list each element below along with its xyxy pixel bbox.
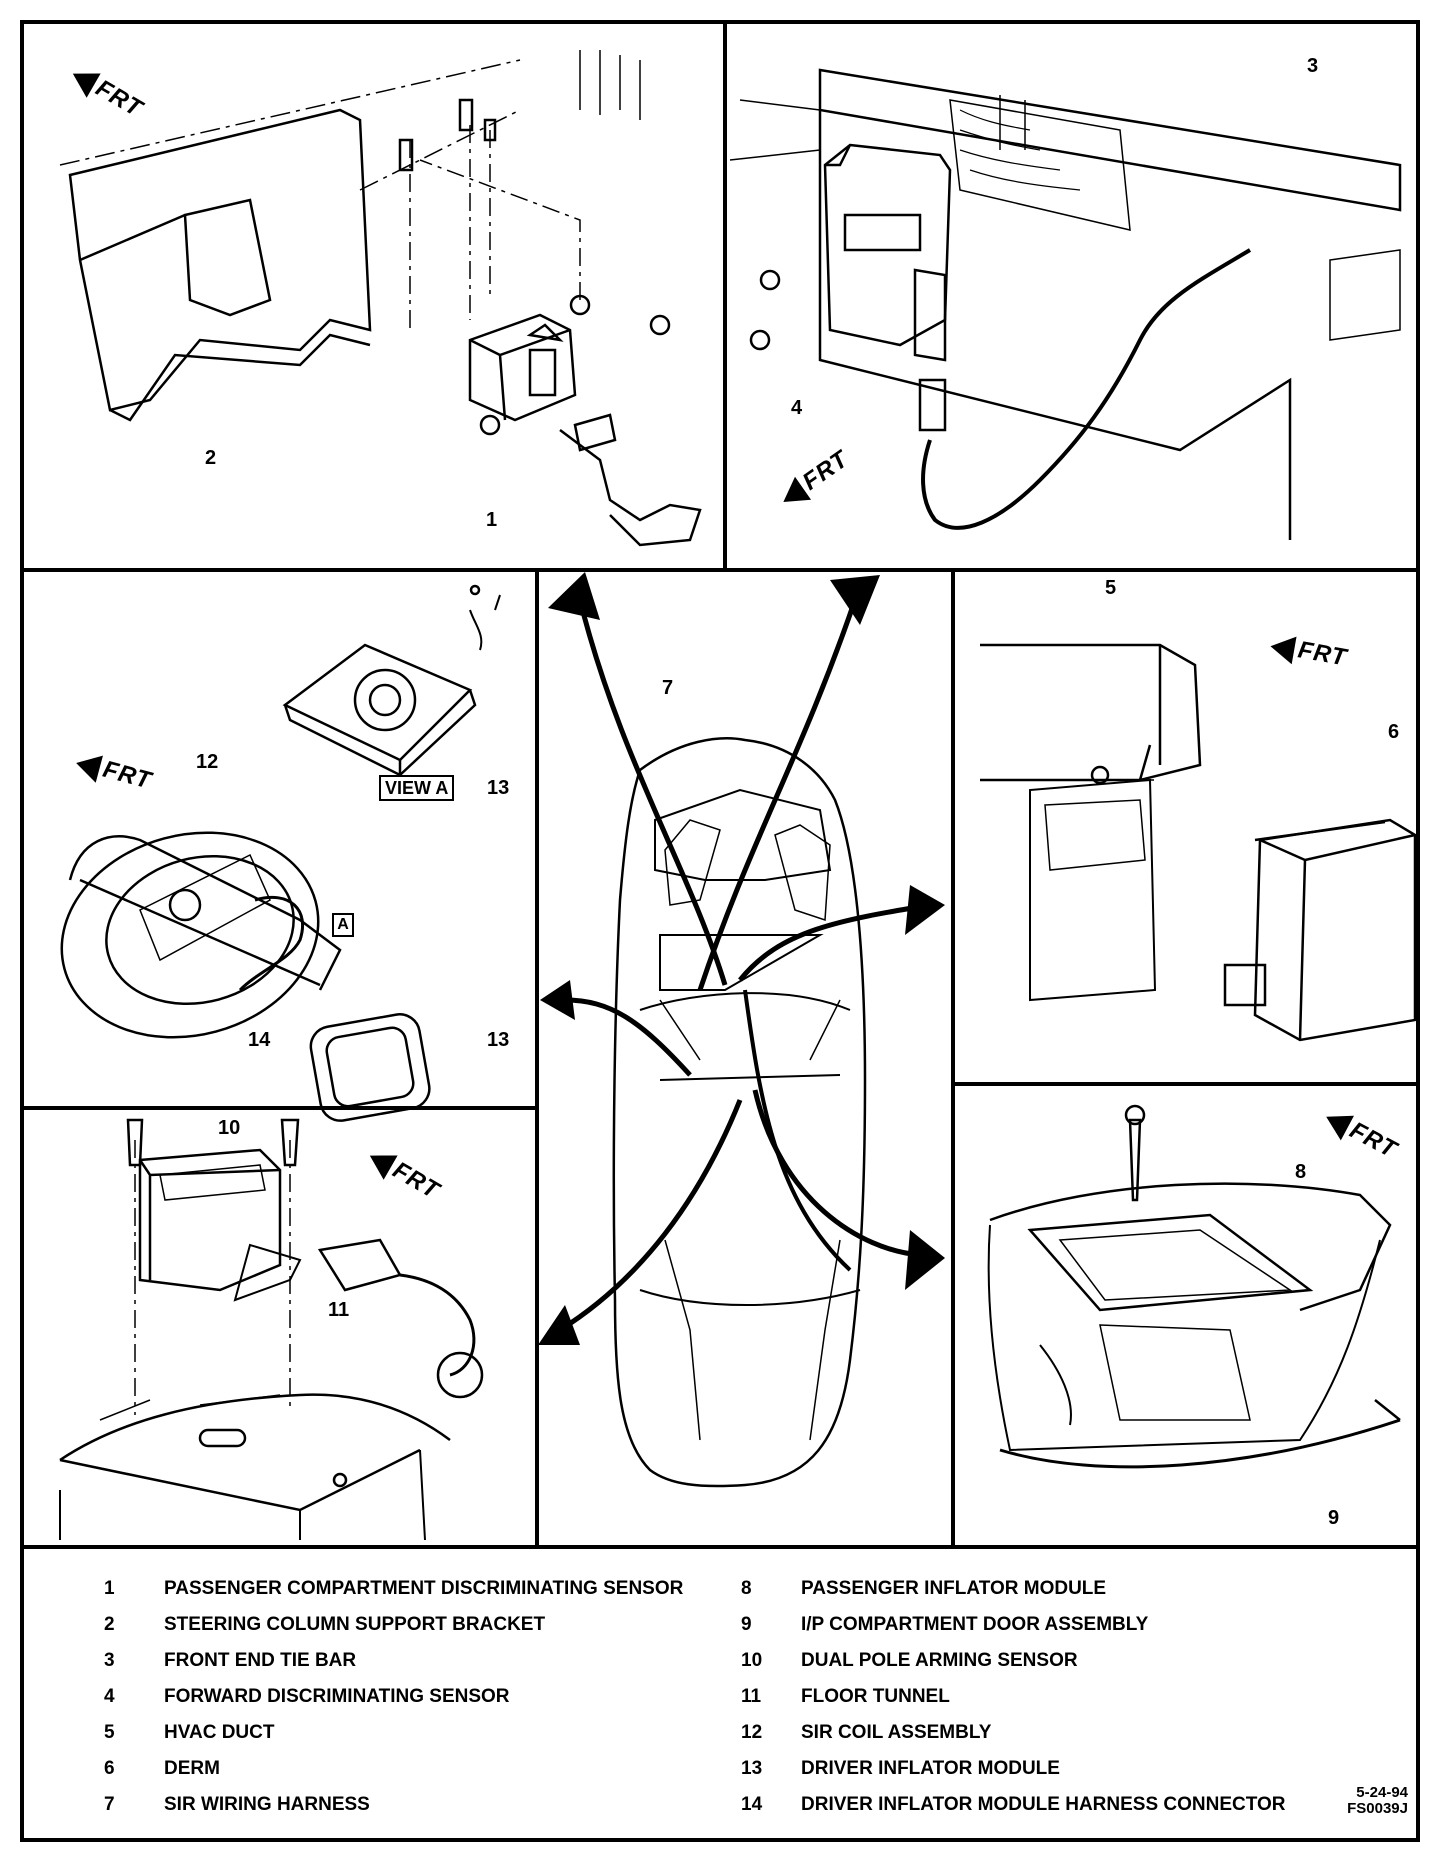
- view-a-drawing: [282, 584, 501, 778]
- callout-9: 9: [1328, 1507, 1340, 1529]
- callout-5: 5: [1105, 577, 1117, 599]
- callout-10: 10: [218, 1117, 241, 1139]
- callout-12: 12: [196, 751, 219, 773]
- hvac-duct-drawing: [980, 643, 1202, 1002]
- callout-7: 7: [662, 677, 674, 699]
- vehicle-outline: [612, 737, 867, 1488]
- view-a-label: VIEW A: [379, 775, 455, 801]
- steering-wheel-drawing: [60, 831, 431, 1122]
- callout-11: 11: [328, 1299, 350, 1321]
- arming-sensor-drawing: [126, 1118, 484, 1415]
- locator-arrows: [558, 599, 931, 1333]
- callout-2: 2: [205, 447, 217, 469]
- tie-bar-drawing: [729, 68, 1402, 540]
- compartment-sensor-drawing: [398, 98, 702, 547]
- forward-sensor-drawing: [749, 143, 1252, 530]
- view-a-marker: A: [332, 913, 354, 937]
- callout-13: 13: [487, 1029, 510, 1051]
- arrow-heads: [538, 572, 945, 1345]
- floor-tunnel-drawing: [59, 1393, 451, 1541]
- drawing-stamp: 5-24-94 FS0039J: [1318, 1785, 1408, 1817]
- derm-drawing: [1223, 818, 1417, 1042]
- support-bracket-drawing: [59, 50, 641, 422]
- stamp-date: 5-24-94: [1356, 1784, 1408, 1801]
- callout-14: 14: [248, 1029, 271, 1051]
- outer-border: [20, 20, 1420, 1842]
- callout-4: 4: [791, 397, 803, 419]
- callout-3: 3: [1307, 55, 1319, 77]
- callout-6: 6: [1388, 721, 1400, 743]
- callout-13: 13: [487, 777, 510, 799]
- callout-1: 1: [486, 509, 498, 531]
- passenger-inflator-drawing: [987, 1104, 1401, 1469]
- stamp-code: FS0039J: [1347, 1800, 1408, 1817]
- callout-8: 8: [1295, 1161, 1307, 1183]
